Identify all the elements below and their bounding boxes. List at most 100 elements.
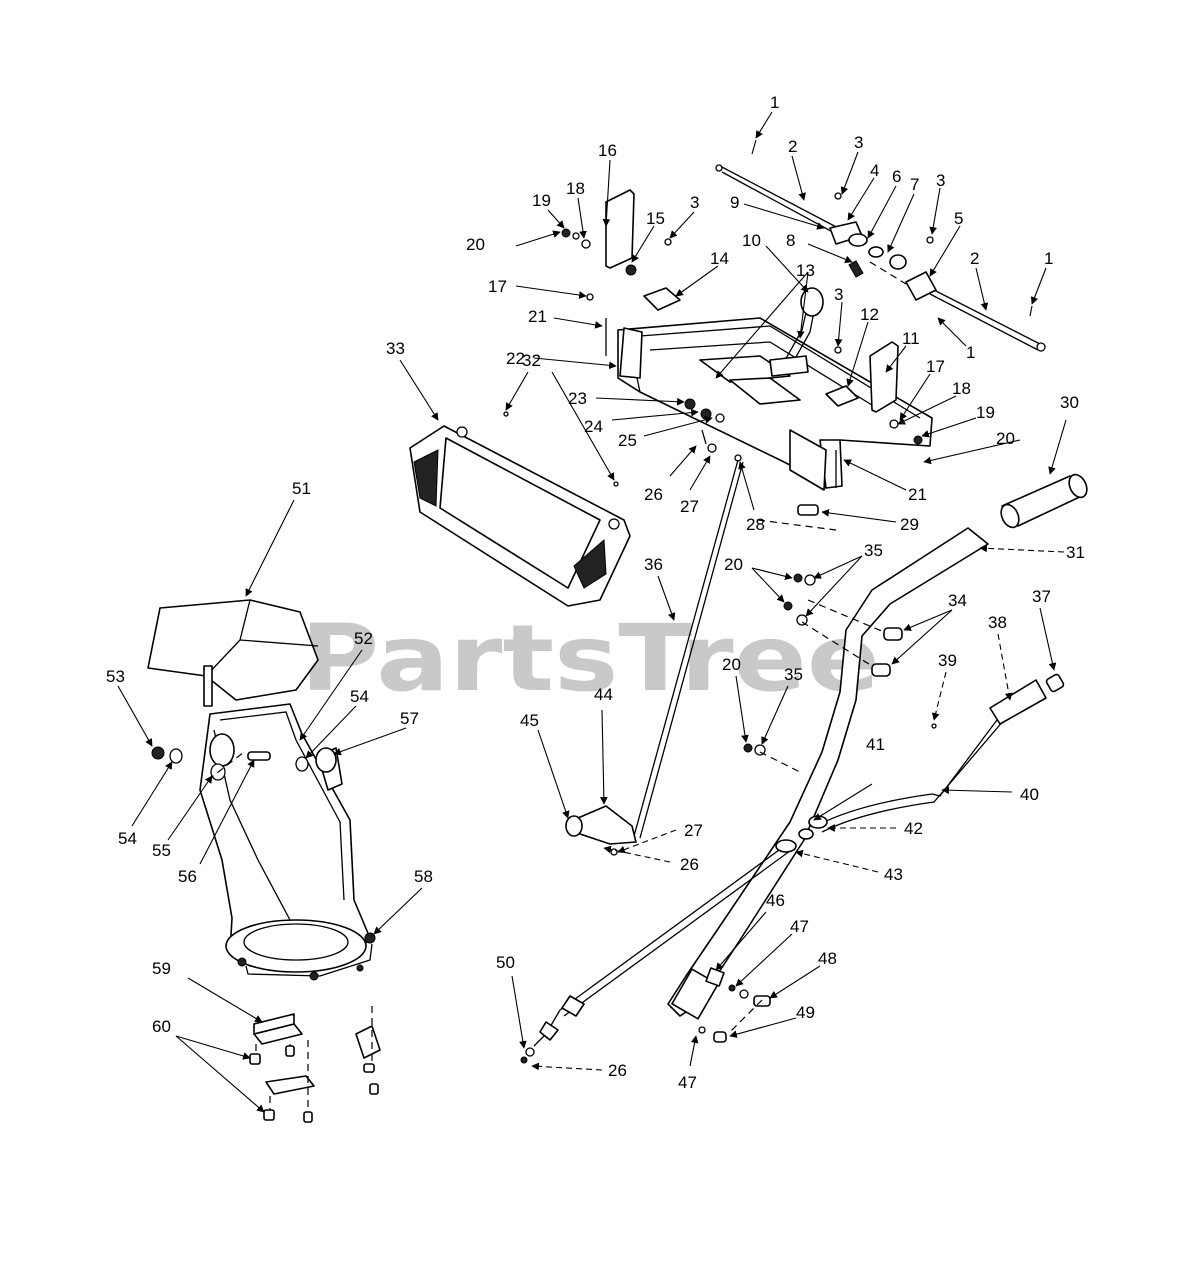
callout-3-c: 3 bbox=[690, 193, 699, 212]
callout-44: 44 bbox=[594, 685, 613, 704]
callout-39: 39 bbox=[938, 651, 957, 670]
callout-1-a: 1 bbox=[770, 93, 779, 112]
callout-27-a: 27 bbox=[680, 497, 699, 516]
callout-47-a: 47 bbox=[790, 917, 809, 936]
callout-17-a: 17 bbox=[488, 277, 507, 296]
callout-41: 41 bbox=[866, 735, 885, 754]
callout-38: 38 bbox=[988, 613, 1007, 632]
callout-16: 16 bbox=[598, 141, 617, 160]
callout-26-b: 26 bbox=[680, 855, 699, 874]
callout-53: 53 bbox=[106, 667, 125, 686]
leader-lines bbox=[117, 111, 1067, 1113]
long-rod bbox=[520, 839, 797, 1064]
discharge-chute bbox=[199, 703, 376, 981]
callout-8: 8 bbox=[786, 231, 795, 250]
callout-14: 14 bbox=[710, 249, 729, 268]
top-hardware bbox=[664, 192, 937, 354]
callout-11: 11 bbox=[902, 329, 920, 348]
left-hardware bbox=[561, 228, 637, 356]
callout-57: 57 bbox=[400, 709, 419, 728]
callout-48: 48 bbox=[818, 949, 837, 968]
callout-47-b: 47 bbox=[678, 1073, 697, 1092]
callout-20-b: 20 bbox=[996, 429, 1015, 448]
callout-17-b: 17 bbox=[926, 357, 945, 376]
callout-10: 10 bbox=[742, 231, 761, 250]
callout-20-c: 20 bbox=[724, 555, 743, 574]
watermark: PartsTree bbox=[300, 605, 880, 712]
callout-3-b: 3 bbox=[936, 171, 945, 190]
callout-35-b: 35 bbox=[784, 665, 803, 684]
callout-15: 15 bbox=[646, 209, 665, 228]
callout-5: 5 bbox=[954, 209, 963, 228]
callout-36: 36 bbox=[644, 555, 663, 574]
callout-3-a: 3 bbox=[854, 133, 863, 152]
callout-1-b: 1 bbox=[1044, 249, 1053, 268]
callout-4: 4 bbox=[870, 161, 879, 180]
callout-50: 50 bbox=[496, 953, 515, 972]
shift-lever bbox=[769, 287, 824, 377]
callout-2-a: 2 bbox=[788, 137, 797, 156]
callout-31: 31 bbox=[1066, 543, 1085, 562]
callout-33: 33 bbox=[386, 339, 405, 358]
callout-49: 49 bbox=[796, 1003, 815, 1022]
callout-20-d: 20 bbox=[722, 655, 741, 674]
callout-19-a: 19 bbox=[532, 191, 551, 210]
callout-27-b: 27 bbox=[684, 821, 703, 840]
callout-52: 52 bbox=[354, 629, 373, 648]
parts-artwork bbox=[147, 164, 1088, 1123]
callout-51: 51 bbox=[292, 479, 311, 498]
callout-labels: 1 2 3 4 6 7 3 5 9 8 10 2 1 1 16 19 18 20… bbox=[106, 93, 1085, 1092]
bracket-12 bbox=[825, 385, 859, 407]
callout-12: 12 bbox=[860, 305, 879, 324]
callout-35-a: 35 bbox=[864, 541, 883, 560]
callout-29: 29 bbox=[900, 515, 919, 534]
chute-hardware bbox=[151, 746, 343, 791]
grip bbox=[1000, 473, 1088, 529]
callout-46: 46 bbox=[766, 891, 785, 910]
bracket-11 bbox=[869, 341, 899, 413]
callout-34: 34 bbox=[948, 591, 967, 610]
callout-56: 56 bbox=[178, 867, 197, 886]
lower-hardware bbox=[698, 967, 771, 1043]
callout-18-b: 18 bbox=[952, 379, 971, 398]
callout-60: 60 bbox=[152, 1017, 171, 1036]
dash-panel-cover bbox=[409, 411, 631, 607]
callout-45: 45 bbox=[520, 711, 539, 730]
chute-clamps bbox=[249, 1006, 381, 1123]
bracket-16 bbox=[605, 189, 635, 269]
callout-1-c: 1 bbox=[966, 343, 975, 362]
callout-6: 6 bbox=[892, 167, 901, 186]
callout-59: 59 bbox=[152, 959, 171, 978]
bracket-14 bbox=[643, 287, 681, 311]
callout-55: 55 bbox=[152, 841, 171, 860]
callout-25: 25 bbox=[618, 431, 637, 450]
callout-21-a: 21 bbox=[528, 307, 547, 326]
callout-23: 23 bbox=[568, 389, 587, 408]
callout-2-b: 2 bbox=[970, 249, 979, 268]
callout-24: 24 bbox=[584, 417, 603, 436]
callout-37: 37 bbox=[1032, 587, 1051, 606]
callout-58: 58 bbox=[414, 867, 433, 886]
callout-40: 40 bbox=[1020, 785, 1039, 804]
callout-18-a: 18 bbox=[566, 179, 585, 198]
callout-26-c: 26 bbox=[608, 1061, 627, 1080]
callout-42: 42 bbox=[904, 819, 923, 838]
callout-54-b: 54 bbox=[118, 829, 137, 848]
callout-21-b: 21 bbox=[908, 485, 927, 504]
callout-22: 22 bbox=[506, 349, 525, 368]
callout-9: 9 bbox=[730, 193, 739, 212]
handle-hardware bbox=[743, 573, 903, 756]
handle bbox=[667, 527, 989, 1020]
callout-28: 28 bbox=[746, 515, 765, 534]
shift-rod bbox=[633, 459, 744, 839]
callout-3-d: 3 bbox=[834, 285, 843, 304]
callout-7: 7 bbox=[910, 175, 919, 194]
callout-54-a: 54 bbox=[350, 687, 369, 706]
callout-43: 43 bbox=[884, 865, 903, 884]
shift-arm bbox=[565, 805, 637, 856]
callout-19-b: 19 bbox=[976, 403, 995, 422]
callout-32: 32 bbox=[522, 351, 541, 370]
chute-deflector bbox=[147, 599, 319, 707]
callout-26-a: 26 bbox=[644, 485, 663, 504]
